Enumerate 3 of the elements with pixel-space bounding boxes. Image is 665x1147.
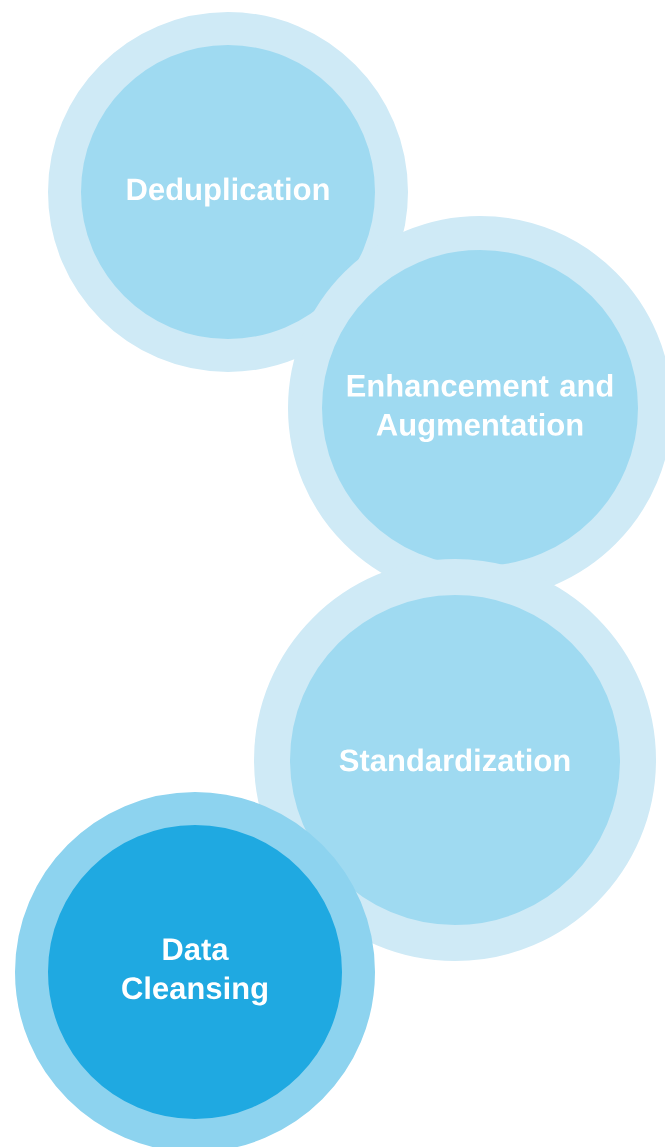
bubble: Standardization bbox=[254, 559, 656, 961]
bubble: Data Cleansing bbox=[15, 792, 375, 1147]
bubble: Deduplication bbox=[48, 12, 408, 372]
